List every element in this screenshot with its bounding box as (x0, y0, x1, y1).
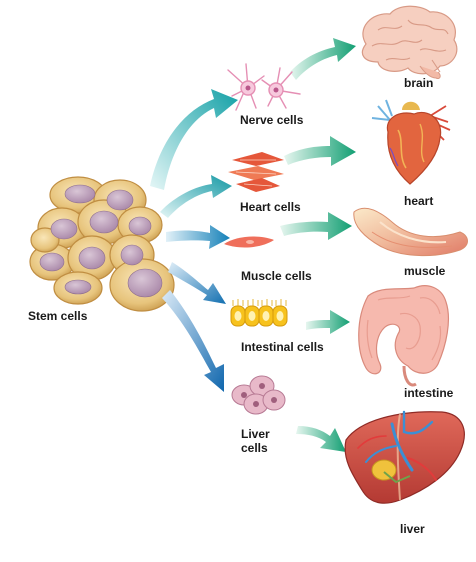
intestinal-cells-label: Intestinal cells (241, 340, 324, 354)
arrow-to-muscle (280, 212, 352, 240)
arrows-cells-to-organs (280, 38, 356, 452)
liver-cells-label: Liver cells (241, 427, 270, 455)
arrows-stem-to-cells (150, 89, 238, 392)
heart-cells-label: Heart cells (240, 200, 301, 214)
arrow-to-heart (284, 136, 356, 166)
muscle-organ-icon (353, 207, 468, 257)
brain-label: brain (404, 76, 434, 90)
heart-organ-icon (371, 99, 451, 185)
heart-label: heart (404, 194, 434, 208)
intestine-icon (358, 285, 449, 387)
stem-cells-label: Stem cells (28, 309, 88, 323)
muscle-label: muscle (404, 264, 446, 278)
intestinal-epithelium-icon (230, 299, 288, 327)
muscle-cells-label: Muscle cells (241, 269, 312, 283)
arrow-to-liver-cells (162, 290, 224, 392)
arrow-to-intestine (306, 310, 350, 334)
liver-label: liver (400, 522, 425, 536)
arrow-to-heart-cells (160, 175, 232, 218)
liver-organ-icon (344, 410, 465, 504)
cardiac-fiber-icon (228, 152, 284, 192)
arrow-to-liver (296, 426, 346, 452)
stem-cell-cluster-icon (29, 176, 175, 312)
arrow-to-nerve-cells (150, 89, 238, 190)
muscle-fiber-icon (224, 236, 274, 248)
arrow-to-brain (290, 38, 356, 80)
neuron-icon (227, 63, 301, 111)
hepatocyte-icon (231, 375, 286, 415)
arrow-to-intestinal-cells (168, 262, 226, 304)
arrow-to-muscle-cells (166, 225, 230, 249)
intestine-label: intestine (404, 386, 454, 400)
nerve-cells-label: Nerve cells (240, 113, 304, 127)
brain-icon (361, 5, 458, 79)
